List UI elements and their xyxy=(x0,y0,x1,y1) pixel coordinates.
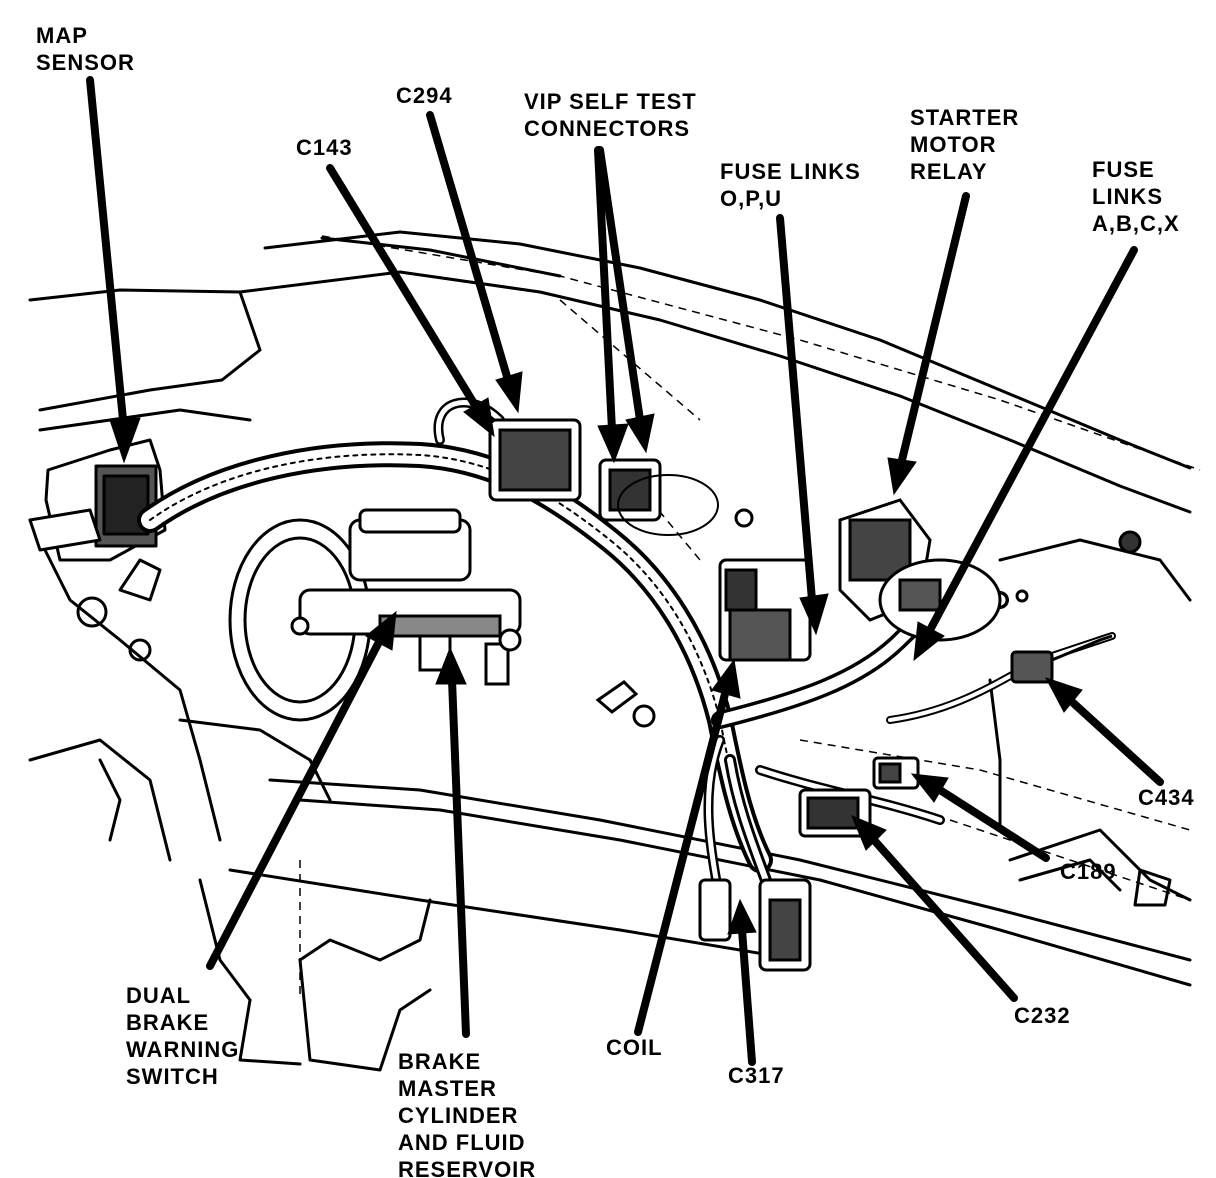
label-coil: COIL xyxy=(606,1035,663,1060)
brake-booster-drawing xyxy=(228,508,522,722)
label-c434: C434 xyxy=(1138,785,1195,810)
label-map-sensor: MAP SENSOR xyxy=(36,23,135,75)
label-c232: C232 xyxy=(1014,1003,1071,1028)
label-c189: C189 xyxy=(1060,859,1117,884)
label-dual-brake-warning-switch: DUAL BRAKE WARNING SWITCH xyxy=(126,983,240,1089)
label-fuse-links-opu: FUSE LINKS O,P,U xyxy=(720,159,861,211)
label-brake-master-cylinder: BRAKE MASTER CYLINDER AND FLUID RESERVOI… xyxy=(398,1049,537,1178)
pointer-arrows xyxy=(86,76,1164,1066)
relay-area-drawing xyxy=(595,498,1142,972)
body-panels xyxy=(28,230,1192,1072)
wire-harness xyxy=(137,397,1116,926)
label-c143: C143 xyxy=(296,135,353,160)
dashed-lines xyxy=(299,235,1201,1000)
label-vip-self-test-connectors: VIP SELF TEST CONNECTORS xyxy=(524,89,697,141)
label-starter-motor-relay: STARTER MOTOR RELAY xyxy=(910,105,1020,184)
label-fuse-links-abcx: FUSE LINKS A,B,C,X xyxy=(1092,157,1180,236)
center-connectors-drawing xyxy=(488,418,754,536)
label-c294: C294 xyxy=(396,83,453,108)
label-c317: C317 xyxy=(728,1063,785,1088)
